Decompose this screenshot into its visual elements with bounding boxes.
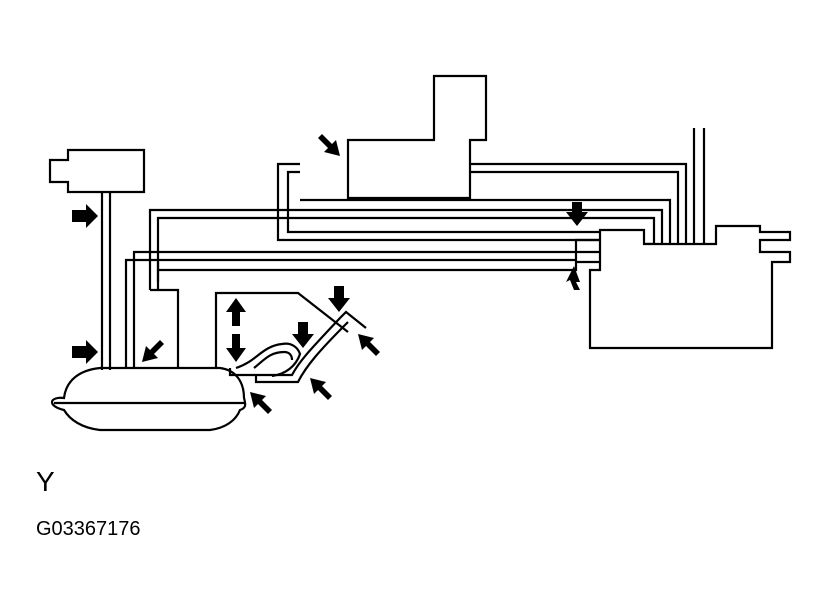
arrow-neck-right <box>358 334 380 356</box>
arrow-tank-diag <box>142 340 164 362</box>
canister-lines-right-b <box>470 170 680 244</box>
arrow-canister-diag <box>318 134 340 156</box>
arrow-neck-top <box>328 286 350 312</box>
figure-code: G03367176 <box>36 518 141 540</box>
canister-lines-right-a <box>470 162 688 244</box>
fuel-tank <box>50 366 247 432</box>
arrow-neck-lower <box>310 378 332 400</box>
line-main-2 <box>132 250 600 368</box>
filler-hose-bend <box>235 342 302 378</box>
arrow-box-double-down <box>226 334 246 362</box>
filler-neck-outer <box>228 310 367 377</box>
arrow-mid-down <box>566 202 588 226</box>
line-return-b <box>158 260 600 272</box>
canister-loop-outer <box>276 162 600 242</box>
arrow-mid-up-diag <box>566 266 580 290</box>
line-main-4 <box>156 216 656 290</box>
filler-neck-inner <box>254 321 349 384</box>
line-return-a <box>150 288 180 368</box>
arrow-neck-base <box>250 392 272 414</box>
filler-box <box>214 291 349 368</box>
engine-component <box>588 224 792 350</box>
charcoal-canister <box>346 74 488 200</box>
arrow-neck-mid <box>292 322 314 348</box>
canister-loop-inner <box>286 170 600 234</box>
line-main-3 <box>148 208 664 290</box>
arrow-box-double-up <box>226 298 246 326</box>
view-letter: Y <box>36 466 55 497</box>
arrow-filter-bottom <box>72 340 98 364</box>
canister-lines-right-c <box>300 198 672 244</box>
filler-hose-bend-inner <box>253 350 294 369</box>
arrow-group <box>72 134 588 414</box>
filter-component <box>48 148 146 194</box>
arrow-filter-top <box>72 204 98 228</box>
